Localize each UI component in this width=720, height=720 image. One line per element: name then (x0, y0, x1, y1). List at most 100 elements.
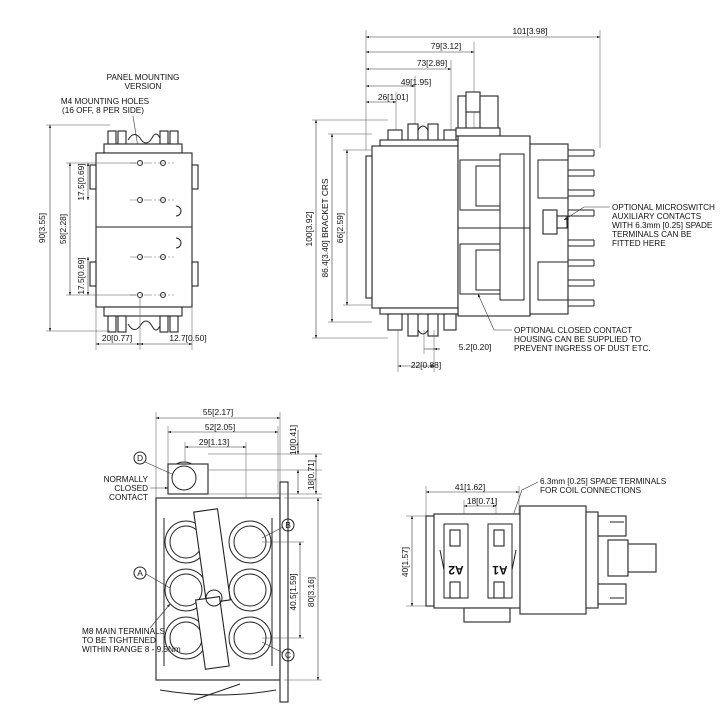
svg-text:12.7[0.50]: 12.7[0.50] (169, 333, 206, 343)
dim-17-5-top-mm: 17.5 (76, 184, 86, 201)
housing-note-line-2: HOUSING CAN BE SUPPLIED TO (514, 335, 641, 344)
dim-18-end-mm: 18 (467, 496, 477, 506)
svg-text:40[1.57]: 40[1.57] (400, 547, 410, 577)
svg-text:18[0.71]: 18[0.71] (306, 460, 316, 490)
svg-text:79[3.12]: 79[3.12] (431, 41, 461, 51)
dim-80-mm: 80 (306, 597, 316, 607)
dim-66-mm: 66 (335, 233, 345, 243)
svg-text:73[2.89]: 73[2.89] (417, 58, 447, 68)
dim-80-in: 3.16 (306, 579, 316, 596)
svg-text:58[2.28]: 58[2.28] (58, 214, 68, 244)
m8-note-line-1: M8 MAIN TERMINALS (82, 627, 166, 636)
dim-101-in: 3.98 (529, 26, 546, 36)
coil-housing (433, 513, 521, 609)
microswitch-note-line-1: OPTIONAL MICROSWITCH (612, 203, 715, 212)
dim-20-mm: 20 (102, 333, 112, 343)
dim-40-in: 1.57 (400, 549, 410, 566)
dim-29-mm: 29 (199, 437, 209, 447)
dim-73-mm: 73 (417, 58, 427, 68)
top-terminal-cluster (103, 130, 183, 154)
svg-text:5.2[0.20]: 5.2[0.20] (459, 342, 492, 352)
svg-text:52[2.05]: 52[2.05] (205, 422, 235, 432)
dim-100-mm: 100 (304, 232, 314, 246)
svg-text:29[1.13]: 29[1.13] (199, 437, 229, 447)
dim-79-in: 3.12 (443, 41, 460, 51)
svg-text:66[2.59]: 66[2.59] (335, 213, 345, 243)
dim-17-5-bottom-mm: 17.5 (76, 278, 86, 295)
top-view: 55[2.17] 52[2.05] 29[1.13] D NORMALLY CL… (82, 407, 322, 703)
dim-49-mm: 49 (401, 77, 411, 87)
dim-10-mm: 10 (288, 445, 298, 455)
nc-note-line-1: NORMALLY (104, 475, 149, 484)
nc-note-line-3: CONTACT (109, 493, 148, 502)
microswitch-note-line-4: TERMINALS CAN BE (612, 230, 692, 239)
dim-58-in: 2.28 (58, 216, 68, 233)
svg-text:18[0.71]: 18[0.71] (467, 496, 497, 506)
dim-18-mm: 18 (306, 480, 316, 490)
bottom-terminal-cluster (103, 306, 183, 333)
dim-40-5-in: 1.59 (288, 575, 298, 592)
svg-text:100[3.92]: 100[3.92] (304, 212, 314, 247)
dim-10-in: 0.41 (288, 427, 298, 444)
label-d: D (137, 453, 143, 463)
dim-22-mm: 22 (411, 360, 421, 370)
microswitch-note-line-2: AUXILIARY CONTACTS (612, 212, 702, 221)
coil-note-line-1: 6.3mm [0.25] SPADE TERMINALS (540, 477, 667, 486)
dim-79-mm: 79 (431, 41, 441, 51)
dim-40-5-mm: 40.5 (288, 594, 298, 611)
svg-text:40.5[1.59]: 40.5[1.59] (288, 573, 298, 610)
dim-100-in: 3.92 (304, 214, 314, 231)
svg-text:20[0.77]: 20[0.77] (102, 333, 132, 343)
dim-17-5-bottom-in: 0.69 (76, 259, 86, 276)
microswitch-note-line-3: WITH 6.3mm [0.25] SPADE (612, 221, 713, 230)
microswitch-spade-terminals (568, 149, 595, 307)
panel-mounting-note-line-2: VERSION (125, 82, 162, 91)
dim-41-mm: 41 (455, 482, 465, 492)
dim-18-in: 0.71 (306, 462, 316, 479)
dim-90-mm: 90 (37, 233, 47, 243)
svg-text:86.4[3.40] BRACKET CRS: 86.4[3.40] BRACKET CRS (320, 178, 330, 277)
dim-26-in: 1.01 (390, 92, 407, 102)
svg-text:17.5[0.69]: 17.5[0.69] (76, 257, 86, 294)
dim-58-mm: 58 (58, 234, 68, 244)
panel-mounting-note-line-1: PANEL MOUNTING (107, 73, 180, 82)
dim-52-mm: 52 (205, 422, 215, 432)
m8-note-line-2: TO BE TIGHTENED (82, 636, 156, 645)
contactor-body-front (95, 152, 193, 308)
svg-text:80[3.16]: 80[3.16] (306, 577, 316, 607)
microswitch-note-line-5: FITTED HERE (612, 239, 666, 248)
coil-label-a2: A2 (448, 563, 464, 577)
dim-12-7-in: 0.50 (188, 333, 205, 343)
svg-text:55[2.17]: 55[2.17] (203, 407, 233, 417)
svg-text:10[0.41]: 10[0.41] (288, 425, 298, 455)
panel-mounting-view: PANEL MOUNTING VERSION M4 MOUNTING HOLES… (37, 73, 207, 350)
dim-20-in: 0.77 (114, 333, 131, 343)
dim-22-in: 0.88 (423, 360, 440, 370)
dim-12-7-mm: 12.7 (169, 333, 186, 343)
contactor-body-side (371, 145, 459, 309)
dim-49-in: 1.95 (413, 77, 430, 87)
svg-text:41[1.62]: 41[1.62] (455, 482, 485, 492)
svg-text:49[1.95]: 49[1.95] (401, 77, 431, 87)
dim-101-mm: 101 (513, 26, 527, 36)
svg-text:101[3.98]: 101[3.98] (513, 26, 548, 36)
svg-text:26[1.01]: 26[1.01] (378, 92, 408, 102)
dim-17-5-top-in: 0.69 (76, 165, 86, 182)
dim-41-in: 1.62 (467, 482, 484, 492)
housing-note-line-3: PREVENT INGRESS OF DUST ETC. (514, 344, 651, 353)
dim-52-in: 2.05 (217, 422, 234, 432)
dim-55-in: 2.17 (215, 407, 232, 417)
dim-18-end-in: 0.71 (479, 496, 496, 506)
dim-66-in: 2.59 (335, 215, 345, 232)
dim-86-4-mm: 86.4 (320, 261, 330, 278)
svg-text:22[0.88]: 22[0.88] (411, 360, 441, 370)
dim-40-mm: 40 (400, 567, 410, 577)
label-c: C (285, 650, 291, 660)
m8-note-line-3: WITHIN RANGE 8 - 9.5Nm (82, 645, 181, 654)
label-b: B (285, 520, 291, 530)
dim-5-2-mm: 5.2 (459, 342, 471, 352)
side-view: 101[3.98] 79[3.12] 73[2.89] 49[1.95] 26[… (304, 26, 715, 372)
svg-text:17.5[0.69]: 17.5[0.69] (76, 163, 86, 200)
label-a: A (137, 568, 143, 578)
